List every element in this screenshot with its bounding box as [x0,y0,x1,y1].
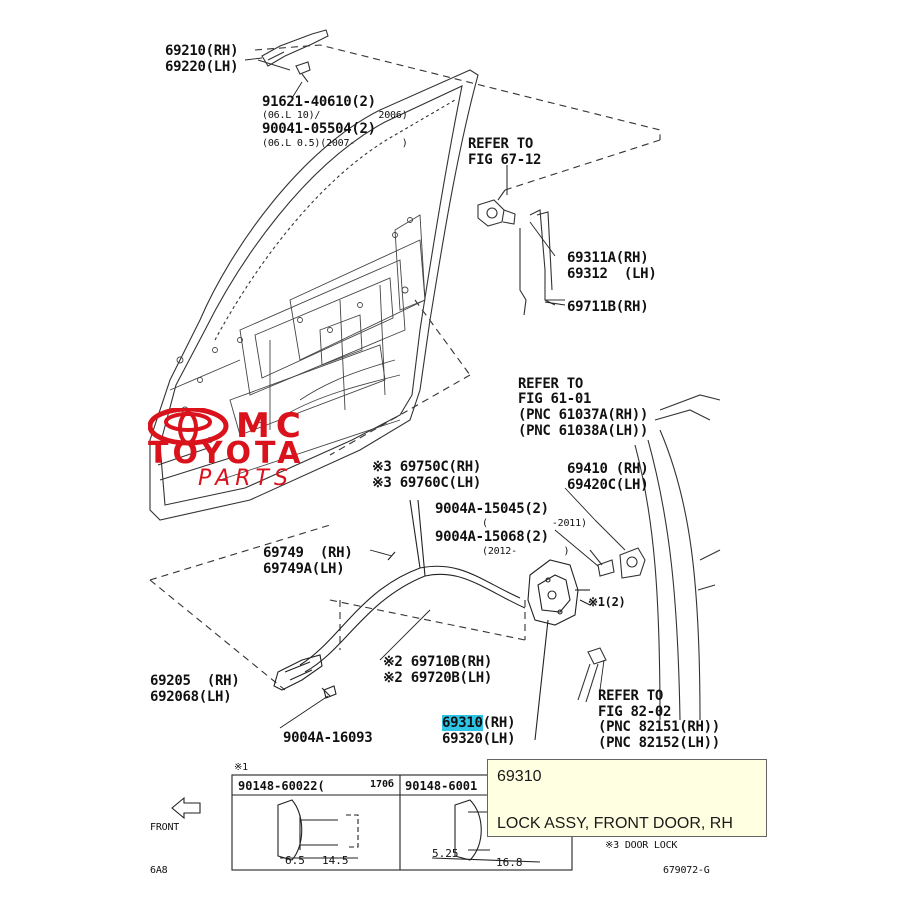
refer-fig-61-line4[interactable]: (PNC 61038A(LH)) [518,423,649,439]
refer-fig-82-line4[interactable]: (PNC 82152(LH)) [598,735,720,751]
refer-fig-61-line2[interactable]: FIG 61-01 [518,391,592,407]
fastener-label-6[interactable]: ※1(2) [588,595,626,609]
leader-lines [244,57,605,729]
fastener-note-4: (2012- ) [482,546,570,557]
part-label-69311A[interactable]: 69311A(RH) [567,250,649,266]
part-label-69749A[interactable]: 69749A(LH) [263,561,345,577]
front-arrow-icon [171,796,201,820]
door-inner-structure [169,214,426,481]
lock-assembly-shape [527,559,591,741]
table-col2-pnc[interactable]: 90148-6001 [405,779,478,793]
inside-handle [273,654,337,699]
table-col1-pnc[interactable]: 90148-60022( [238,779,325,793]
part-label-69711B[interactable]: 69711B(RH) [567,299,649,315]
tooltip-part-description: LOCK ASSY, FRONT DOOR, RH [497,815,733,832]
fastener-label-5[interactable]: 9004A-16093 [283,730,373,746]
table-dim-3: 5.25 [432,847,459,860]
refer-fig-61-line3[interactable]: (PNC 61037A(RH)) [518,407,649,423]
dashed-assembly-outline [149,44,661,691]
door-pillar [634,394,721,721]
watermark-line1: MC [236,406,307,446]
part-label-69312[interactable]: 69312 (LH) [567,266,657,282]
watermark-logo: MC TOYOTA PARTS [148,406,363,493]
part-label-692068[interactable]: 692068(LH) [150,689,232,705]
part-label-69320[interactable]: 69320(LH) [442,731,516,747]
outside-handle-upper [257,29,329,83]
table-col1-year: 170б [370,779,395,790]
fastener-note-3: ( -2011) [482,518,587,529]
part-label-69750C[interactable]: ※3 69750C(RH) [372,459,482,475]
refer-fig-82-line3[interactable]: (PNC 82151(RH)) [598,719,720,735]
fastener-label-1[interactable]: 91621-40610(2) [262,94,376,110]
part-label-69220[interactable]: 69220(LH) [165,59,239,75]
door-lock-note: ※3 DOOR LOCK [605,840,678,851]
table-mark: ※1 [234,762,248,773]
highlighted-pnc[interactable]: 69310 [442,715,483,731]
fastener-label-3[interactable]: 9004A-15045(2) [435,501,549,517]
fastener-note-1: (06.L 10)/ 2006) [262,110,408,121]
part-label-69410[interactable]: 69410 (RH) [567,461,649,477]
part-label-69749[interactable]: 69749 (RH) [263,545,353,561]
fastener-note-2: (06.L 0.5)(2007- ) [262,138,408,149]
part-tooltip: 69310 LOCK ASSY, FRONT DOOR, RH [487,759,767,837]
door-outline [149,69,479,521]
table-dim-4: 16.8 [496,856,523,869]
part-label-69720B[interactable]: ※2 69720B(LH) [383,670,493,686]
part-label-69420C[interactable]: 69420C(LH) [567,477,649,493]
toyota-emblem-icon [148,408,229,446]
watermark-line3: PARTS [198,466,293,491]
control-cables [299,499,526,673]
watermark-line2: TOYOTA [148,436,305,471]
part-label-69310[interactable]: 69310(RH) [442,715,516,731]
refer-fig-67-line2[interactable]: FIG 67-12 [468,152,542,168]
fastener-label-2[interactable]: 90041-05504(2) [262,121,376,137]
figure-code: 679072-G [663,865,710,876]
part-label-69205[interactable]: 69205 (RH) [150,673,240,689]
door-striker [589,519,646,579]
part-label-69760C[interactable]: ※3 69760C(LH) [372,475,482,491]
part-label-69210[interactable]: 69210(RH) [165,43,239,59]
tooltip-part-number: 69310 [497,768,542,785]
refer-fig-67-line1[interactable]: REFER TO [468,136,534,152]
part-label-69710B[interactable]: ※2 69710B(RH) [383,654,493,670]
refer-fig-61-line1[interactable]: REFER TO [518,376,584,392]
refer-fig-82-line2[interactable]: FIG 82-02 [598,704,672,720]
fastener-label-4[interactable]: 9004A-15068(2) [435,529,549,545]
table-dim-2: 14.5 [322,854,349,867]
front-label: FRONT [150,822,180,833]
lock-rod-lower [577,647,607,703]
page-code: 6A8 [150,865,168,876]
lock-cylinder-rod [477,165,565,316]
refer-fig-82-line1[interactable]: REFER TO [598,688,664,704]
table-dim-1: 6.5 [285,854,305,867]
